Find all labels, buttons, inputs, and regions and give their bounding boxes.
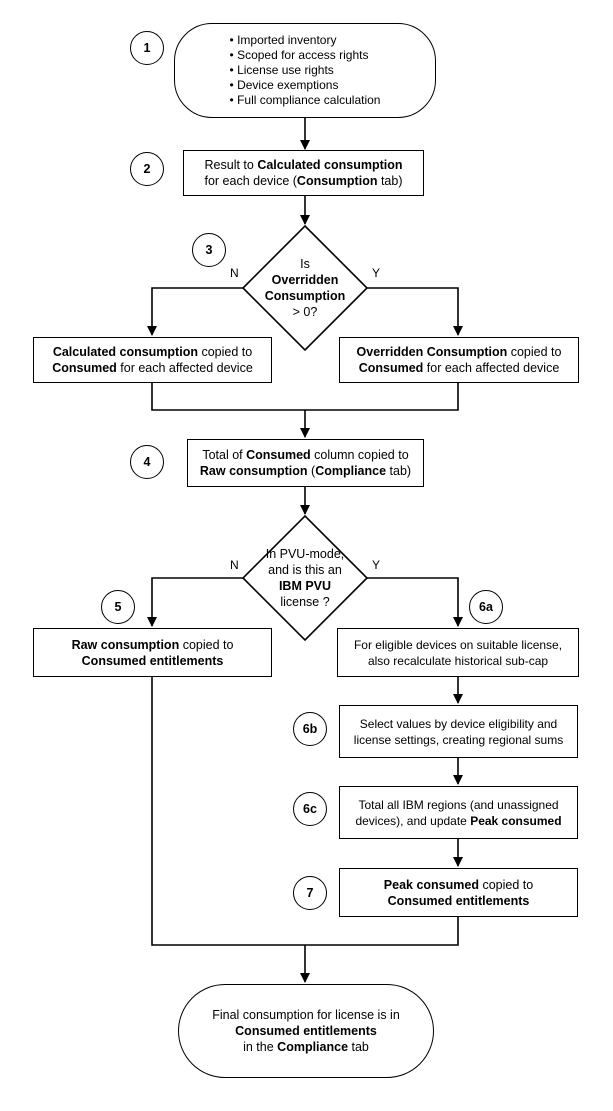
step-6b-badge: 6b (293, 712, 327, 746)
text-bold: Calculated consumption (52, 345, 198, 359)
step-5-badge: 5 (101, 590, 135, 624)
step-2-process-box: Result to Calculated consumption for eac… (183, 150, 424, 196)
decision-3-yes-label: Y (372, 266, 381, 280)
calculated-copied-box: Calculated consumption copied to Consume… (33, 337, 272, 383)
text-bold: Calculated consumption (257, 158, 403, 172)
step-6a-process-box: For eligible devices on suitable license… (337, 628, 579, 677)
decision-pvu-label: In PVU-mode, and is this an IBM PVU lice… (245, 540, 365, 616)
step-4-process-box: Total of Consumed column copied to Raw c… (187, 439, 424, 487)
text-bold: Consumed entitlements (387, 893, 530, 908)
text-bold: Compliance (277, 1040, 349, 1054)
decision-pvu-diamond (241, 514, 369, 642)
arrow-3-no (147, 287, 244, 336)
text-span: for each device ( (204, 174, 297, 188)
decision-pvu-yes-label: Y (372, 558, 381, 572)
text-bold: Overridden (271, 273, 339, 287)
decision-overridden-diamond (241, 224, 369, 352)
bullet-item: Imported inventory (230, 33, 381, 48)
step-5-process-box: Raw consumption copied to Consumed entit… (33, 628, 272, 677)
text-span: Result to (204, 158, 258, 172)
text-span: for each affected device (116, 361, 253, 375)
bullet-item: Full compliance calculation (230, 93, 380, 108)
step-6b-process-box: Select values by device eligibility and … (339, 705, 578, 758)
text-span: Total of (202, 448, 247, 462)
text-bold: Overridden Consumption (356, 345, 508, 359)
text-line: also recalculate historical sub-cap (367, 653, 549, 668)
text-span: tab (348, 1040, 369, 1054)
step-1-badge: 1 (130, 31, 164, 65)
text-line: Final consumption for license is in (212, 1008, 400, 1022)
step-1-bullet-list: Imported inventory Scoped for access rig… (230, 33, 381, 108)
step-6c-process-box: Total all IBM regions (and unassigned de… (339, 786, 578, 839)
step-1-start-terminal: Imported inventory Scoped for access rig… (174, 23, 436, 118)
merge-line-3 (151, 383, 459, 411)
text-line: Is (300, 257, 310, 271)
text-bold: Consumption (264, 289, 346, 303)
bullet-item: License use rights (230, 63, 381, 78)
text-bold: Peak consumed (383, 877, 479, 892)
step-6c-badge: 6c (293, 792, 327, 826)
text-line: license settings, creating regional sums (353, 732, 564, 747)
text-bold: Consumed (52, 361, 117, 375)
decision-pvu-no-label: N (230, 558, 239, 572)
step-2-line-1: Result to Calculated consumption (205, 157, 403, 173)
text-bold: Raw consumption (71, 637, 180, 652)
arrow-pvu-yes (367, 577, 463, 627)
step-2-line-2: for each device (Consumption tab) (205, 173, 403, 189)
step-7-badge: 7 (293, 876, 327, 910)
text-bold: Consumed (246, 448, 311, 462)
step-2-badge: 2 (130, 152, 164, 186)
arrow-pvu-no (147, 577, 244, 627)
text-span: copied to (507, 345, 562, 359)
text-bold: Consumption (296, 174, 378, 188)
text-span: copied to (197, 345, 253, 359)
text-span: copied to (179, 637, 234, 652)
step-4-badge: 4 (130, 445, 164, 479)
text-span: copied to (478, 877, 534, 892)
text-bold: Peak consumed (470, 813, 562, 828)
step-3-badge: 3 (192, 233, 226, 267)
text-line: license ? (280, 595, 330, 609)
text-bold: Compliance (315, 464, 387, 478)
text-line: > 0? (292, 305, 318, 319)
overridden-copied-box: Overridden Consumption copied to Consume… (339, 337, 579, 383)
text-span: devices), and update (355, 813, 471, 828)
text-line: and is this an (268, 563, 342, 577)
decision-overridden-label: Is Overridden Consumption > 0? (245, 250, 365, 326)
text-bold: Raw consumption (199, 464, 308, 478)
text-bold: Consumed entitlements (81, 653, 224, 668)
bullet-item: Scoped for access rights (230, 48, 381, 63)
text-line: Total all IBM regions (and unassigned (358, 797, 559, 812)
text-span: tab) (386, 464, 412, 478)
text-span: in the (243, 1040, 278, 1054)
step-6a-badge: 6a (469, 590, 503, 624)
step-7-process-box: Peak consumed copied to Consumed entitle… (339, 868, 578, 917)
bullet-item: Device exemptions (230, 78, 381, 93)
final-terminal: Final consumption for license is in Cons… (178, 984, 434, 1078)
text-line: Select values by device eligibility and (359, 716, 558, 731)
text-line: For eligible devices on suitable license… (353, 637, 563, 652)
text-span: column copied to (310, 448, 409, 462)
text-bold: IBM PVU (278, 579, 332, 593)
text-line: In PVU-mode, (265, 547, 345, 561)
text-span: tab) (377, 174, 403, 188)
arrow-3-yes (367, 287, 463, 336)
text-span: for each affected device (423, 361, 560, 375)
text-bold: Consumed (358, 361, 424, 375)
text-bold: Consumed entitlements (235, 1024, 377, 1038)
text-span: ( (307, 464, 316, 478)
decision-3-no-label: N (230, 266, 239, 280)
